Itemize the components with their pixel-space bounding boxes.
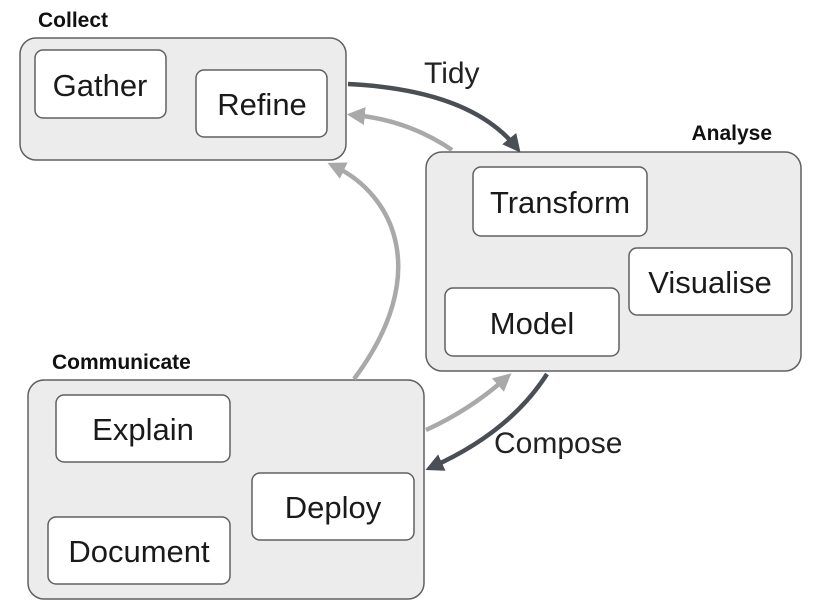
model-step-label: Model: [490, 306, 574, 341]
communicate-to-analyse-arrow: [425, 373, 512, 433]
explain-step: Explain: [55, 394, 231, 463]
tidy-arrow: [347, 81, 521, 153]
refine-step: Refine: [195, 69, 328, 138]
document-step-box: [47, 516, 231, 585]
model-step-box: [444, 287, 620, 357]
compose-label: Compose: [494, 427, 622, 460]
communicate-group: Communicate Explain Deploy Document: [27, 351, 425, 600]
analyse-to-collect-arrow: [346, 107, 454, 152]
communicate-group-title: Communicate: [52, 351, 191, 374]
communicate-to-collect-arrow: [327, 162, 401, 381]
transform-step-label: Transform: [490, 185, 630, 220]
gather-step: Gather: [34, 49, 167, 119]
explain-step-box: [55, 394, 231, 463]
visualise-step-box: [628, 247, 793, 316]
deploy-step-box: [251, 472, 415, 541]
refine-step-box: [195, 69, 328, 138]
collect-group: Collect Gather Refine: [19, 9, 347, 161]
model-step: Model: [444, 287, 620, 357]
visualise-step-label: Visualise: [648, 265, 772, 300]
analyse-group-title: Analyse: [691, 122, 772, 145]
gather-step-label: Gather: [53, 68, 148, 103]
compose-arrow: [425, 372, 549, 471]
explain-step-label: Explain: [92, 412, 194, 447]
deploy-step-label: Deploy: [285, 490, 382, 525]
visualise-step: Visualise: [628, 247, 793, 316]
gather-step-box: [34, 49, 167, 119]
document-step: Document: [47, 516, 231, 585]
tidy-label: Tidy: [424, 57, 480, 90]
refine-step-label: Refine: [217, 87, 307, 122]
transform-step-box: [472, 166, 648, 237]
deploy-step: Deploy: [251, 472, 415, 541]
transform-step: Transform: [472, 166, 648, 237]
analyse-group: Analyse Transform Visualise Model: [425, 122, 802, 372]
document-step-label: Document: [68, 534, 210, 569]
collect-group-title: Collect: [38, 9, 108, 32]
